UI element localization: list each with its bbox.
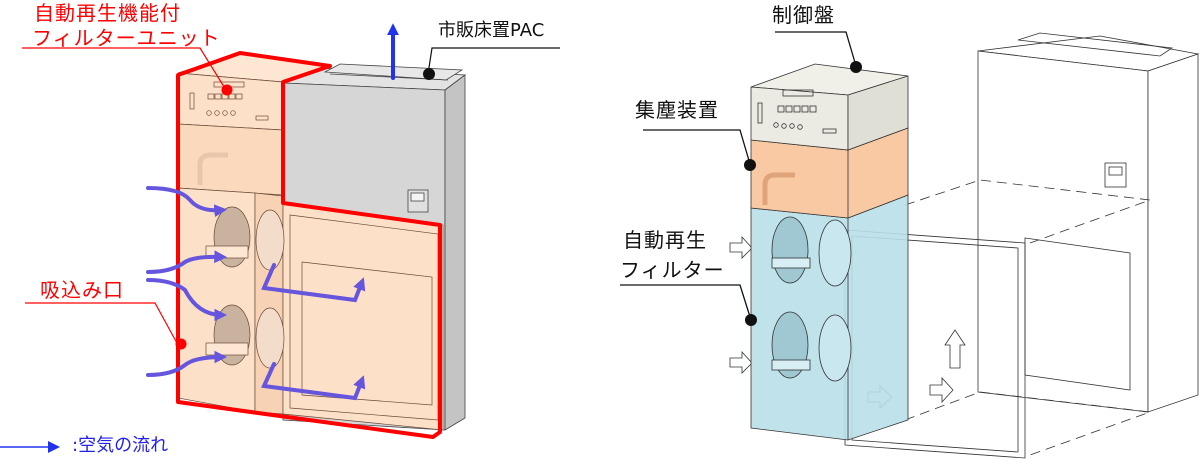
label-filter-line1: 自動再生: [623, 228, 707, 252]
leader-lines-right: [620, 31, 862, 326]
control-panel-section: [750, 63, 909, 151]
leader-lines-left: [22, 47, 560, 350]
panel-buttons: [206, 93, 269, 121]
airflow-arrows: [146, 23, 399, 401]
filter-unit-highlight-outline: [176, 51, 442, 439]
label-filter-unit-line1: 自動再生機能付: [34, 1, 181, 25]
label-commercial-pac: 市販床置PAC: [438, 20, 545, 41]
label-control-panel: 制御盤: [772, 3, 835, 27]
label-filter-unit-line2: フィルターユニット: [32, 26, 221, 50]
commercial-pac-outline: [977, 32, 1200, 413]
legend-text: :空気の流れ: [72, 435, 169, 456]
dust-collector-section: [750, 127, 909, 219]
legend-arrow-icon: [0, 441, 60, 453]
label-intake: 吸込み口: [40, 278, 124, 302]
left-figure: [0, 23, 560, 453]
label-filter-line2: フィルター: [620, 258, 725, 282]
duct-dashed-outline: [904, 179, 1151, 456]
label-dust-collector: 集塵装置: [635, 98, 719, 122]
right-figure: [620, 31, 1200, 459]
regenerating-filter-section: [750, 194, 909, 441]
